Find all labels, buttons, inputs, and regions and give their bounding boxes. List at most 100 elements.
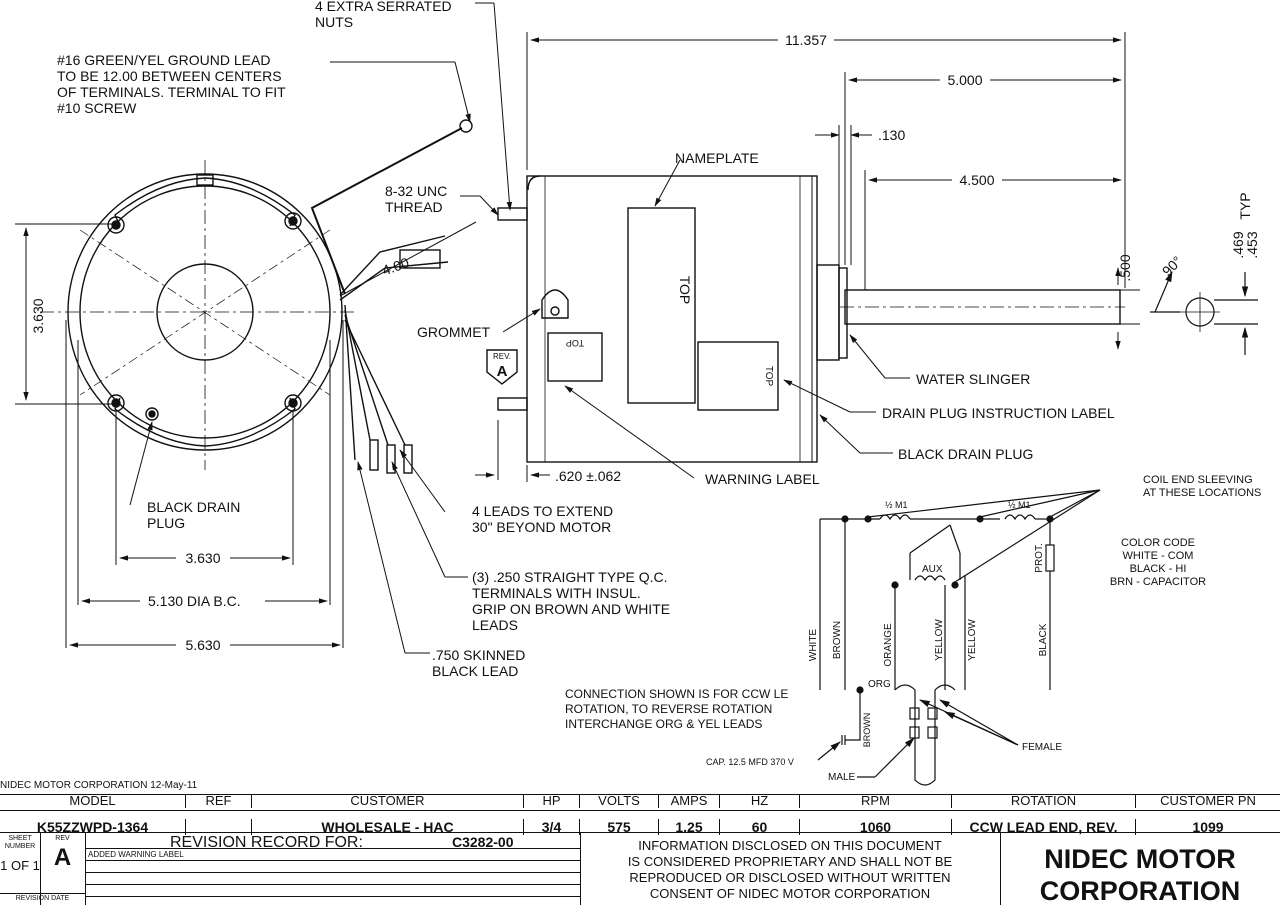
dim-overall-length: 11.357	[785, 32, 827, 48]
connection-note-2: ROTATION, TO REVERSE ROTATION	[565, 702, 772, 716]
rev-marker-letter: A	[497, 363, 508, 380]
wire-black: BLACK	[1038, 623, 1049, 656]
label-top-nameplate: TOP	[677, 276, 693, 305]
connector-icon	[399, 249, 441, 269]
callout-ground-4: #10 SCREW	[57, 100, 137, 116]
label-org: ORG	[868, 679, 891, 690]
wiring-diagram	[817, 489, 1101, 786]
terminal-icon	[403, 444, 413, 474]
color-code-title: COLOR CODE	[1121, 537, 1195, 549]
color-code-white: WHITE - COM	[1123, 550, 1194, 562]
label-top-warning: TOP	[566, 338, 584, 348]
wire-brown-2: BROWN	[862, 713, 872, 748]
mounting-bolt-icon	[107, 216, 125, 234]
header-customer-pn: CUSTOMER PN	[1160, 793, 1256, 808]
revision-entry: ADDED WARNING LABEL	[88, 850, 184, 859]
header-customer: CUSTOMER	[252, 794, 524, 808]
callout-thread-1: 8-32 UNC	[385, 183, 447, 199]
coil-sleeving-2: AT THESE LOCATIONS	[1143, 487, 1261, 499]
motor-drawing: 3.630 3.630 5.130 DIA B.C. 5.630 4.00 #1…	[15, 0, 1261, 786]
callout-terminals-4: LEADS	[472, 617, 518, 633]
mounting-bolt-icon	[284, 212, 302, 230]
callout-leads-2: 30" BEYOND MOTOR	[472, 519, 611, 535]
value-customer-pn: 1099	[1192, 819, 1224, 835]
callout-drain-plug-right: BLACK DRAIN PLUG	[898, 446, 1033, 462]
callout-grommet: GROMMET	[417, 324, 491, 340]
terminal-icon	[369, 439, 379, 471]
mounting-bolt-icon	[107, 394, 125, 412]
notice-line-2: IS CONSIDERED PROPRIETARY AND SHALL NOT …	[627, 854, 953, 869]
value-customer: WHOLESALE - HAC	[252, 819, 524, 835]
notice-line-3: REPRODUCED OR DISCLOSED WITHOUT WRITTEN	[629, 870, 951, 885]
drain-plug-icon	[145, 407, 159, 421]
value-volts: 575	[580, 819, 659, 835]
sheet-value: 1 OF 1	[0, 858, 40, 873]
end-view-dimensions	[15, 61, 477, 654]
end-view	[40, 119, 473, 474]
header-rpm: RPM	[800, 794, 952, 808]
label-half-m1-left: ½ M1	[885, 500, 908, 510]
wire-yellow-2: YELLOW	[967, 619, 978, 661]
rev-marker-label: REV.	[493, 352, 511, 361]
label-female: FEMALE	[1022, 742, 1062, 753]
callout-drain-plug-label: DRAIN PLUG INSTRUCTION LABEL	[882, 405, 1115, 421]
mounting-bolt-icon	[284, 394, 302, 412]
callout-ground-1: #16 GREEN/YEL GROUND LEAD	[57, 52, 270, 68]
wire-brown: BROWN	[832, 621, 843, 659]
dim-flat-typ: TYP	[1237, 192, 1253, 219]
connection-note-3: INTERCHANGE ORG & YEL LEADS	[565, 717, 762, 731]
female-terminal-icon	[909, 707, 920, 720]
sheet-label-1: SHEET	[8, 835, 32, 842]
callout-nameplate: NAMEPLATE	[675, 150, 759, 166]
callout-ground-2: TO BE 12.00 BETWEEN CENTERS	[57, 68, 282, 84]
capacitor-label: CAP. 12.5 MFD 370 V	[706, 757, 794, 767]
value-ref	[186, 819, 252, 835]
notice-line-4: CONSENT OF NIDEC MOTOR CORPORATION	[649, 886, 931, 901]
dim-shaft-length: 5.000	[947, 72, 982, 88]
dim-lead-exit: 4.00	[380, 254, 411, 278]
callout-skinned-2: BLACK LEAD	[432, 663, 518, 679]
callout-ground-3: OF TERMINALS. TERMINAL TO FIT	[57, 84, 286, 100]
callout-terminals-2: TERMINALS WITH INSUL.	[472, 585, 641, 601]
side-view-labels: 4 EXTRA SERRATED NUTS 8-32 UNC THREAD 11…	[315, 0, 1133, 487]
coil-icon	[914, 575, 946, 582]
value-hp: 3/4	[524, 819, 580, 835]
shaft-section-labels: 90° .469 .453 TYP	[1159, 192, 1260, 279]
rev-label: REV	[55, 835, 70, 842]
drain-plug-instruction-label	[697, 341, 779, 411]
header-model: MODEL	[0, 794, 186, 808]
female-terminal-icon	[927, 707, 938, 720]
dim-overall-diameter: 5.630	[185, 637, 220, 653]
callout-terminals-1: (3) .250 STRAIGHT TYPE Q.C.	[472, 569, 668, 585]
revision-date-label: REVISION DATE	[15, 895, 70, 902]
dim-bolt-circle: 5.130 DIA B.C.	[148, 593, 241, 609]
callout-nuts-1: 4 EXTRA SERRATED	[315, 0, 452, 14]
value-model: K55ZZWPD-1364	[0, 819, 186, 835]
callout-water-slinger: WATER SLINGER	[916, 371, 1030, 387]
dim-bolt-pattern-height: 3.630	[30, 298, 46, 333]
dim-stud-projection: .620 ±.062	[555, 468, 621, 484]
color-code-black: BLACK - HI	[1130, 563, 1187, 575]
terminal-icon	[386, 444, 396, 474]
callout-leads-1: 4 LEADS TO EXTEND	[472, 503, 613, 519]
header-hz: HZ	[720, 794, 800, 808]
callout-nuts-2: NUTS	[315, 14, 353, 30]
callout-skinned-1: .750 SKINNED	[432, 647, 525, 663]
callout-thread-2: THREAD	[385, 199, 443, 215]
capacitor-icon	[841, 735, 846, 745]
dim-bolt-pattern: 3.630	[185, 550, 220, 566]
rev-marker-icon	[486, 349, 518, 385]
connection-note-1: CONNECTION SHOWN IS FOR CCW LE	[565, 687, 788, 701]
notice-line-1: INFORMATION DISCLOSED ON THIS DOCUMENT	[638, 838, 942, 853]
header-rotation: ROTATION	[952, 794, 1136, 808]
dim-flat-hi: .469	[1230, 231, 1246, 258]
wire-white: WHITE	[808, 629, 819, 662]
callout-terminals-3: GRIP ON BROWN AND WHITE	[472, 601, 670, 617]
value-rotation: CCW LEAD END, REV.	[952, 819, 1136, 835]
coil-sleeving-1: COIL END SLEEVING	[1143, 474, 1253, 486]
revision-record-number: C3282-00	[452, 834, 514, 850]
dim-shaft-diameter: .500	[1117, 254, 1133, 281]
header-ref: REF	[186, 794, 252, 808]
male-terminal-icon	[927, 726, 938, 739]
header-amps: AMPS	[659, 794, 720, 808]
